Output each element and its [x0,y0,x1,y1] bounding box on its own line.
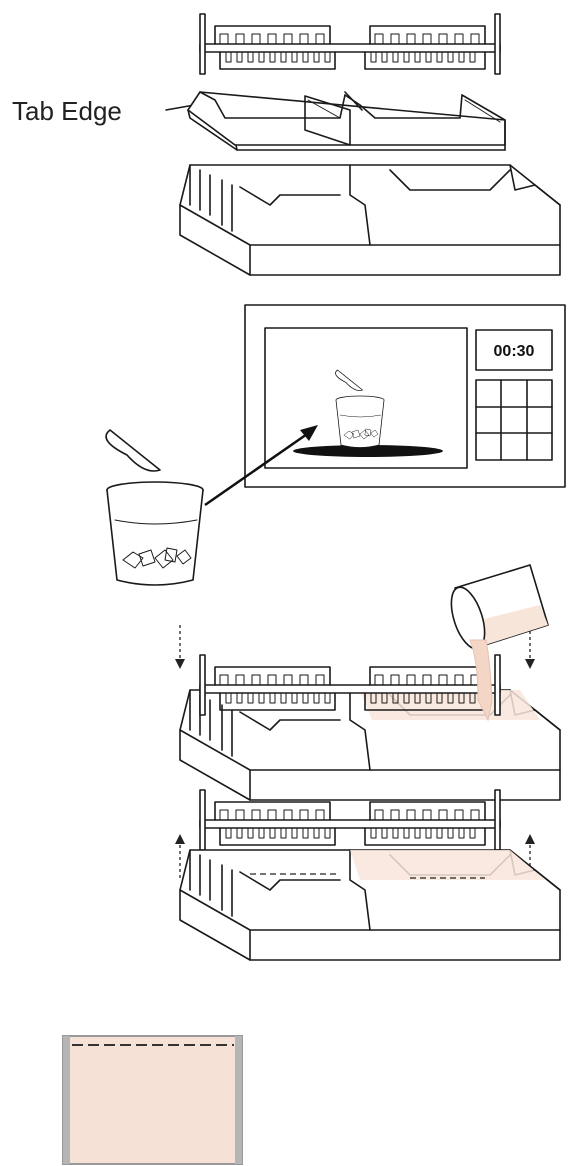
arrow-down-left [175,625,185,669]
arrow-up-left [175,834,185,878]
step-3-pouring [175,565,560,800]
comb-icon [200,14,500,74]
step-4-remove-comb [175,790,560,960]
microwave-timer: 00:30 [494,343,535,360]
casting-base-icon [180,165,560,275]
casting-tray-icon [188,92,505,150]
tab-edge-label: Tab Edge [12,96,122,126]
microwave-icon: 00:30 [245,305,565,487]
step-2-microwave: 00:30 [106,305,565,585]
gel-slab-icon [63,1036,242,1164]
beaker-with-agarose-icon [106,430,203,585]
microwave-keypad [476,380,552,460]
step-1-assembly: Tab Edge [12,14,560,275]
